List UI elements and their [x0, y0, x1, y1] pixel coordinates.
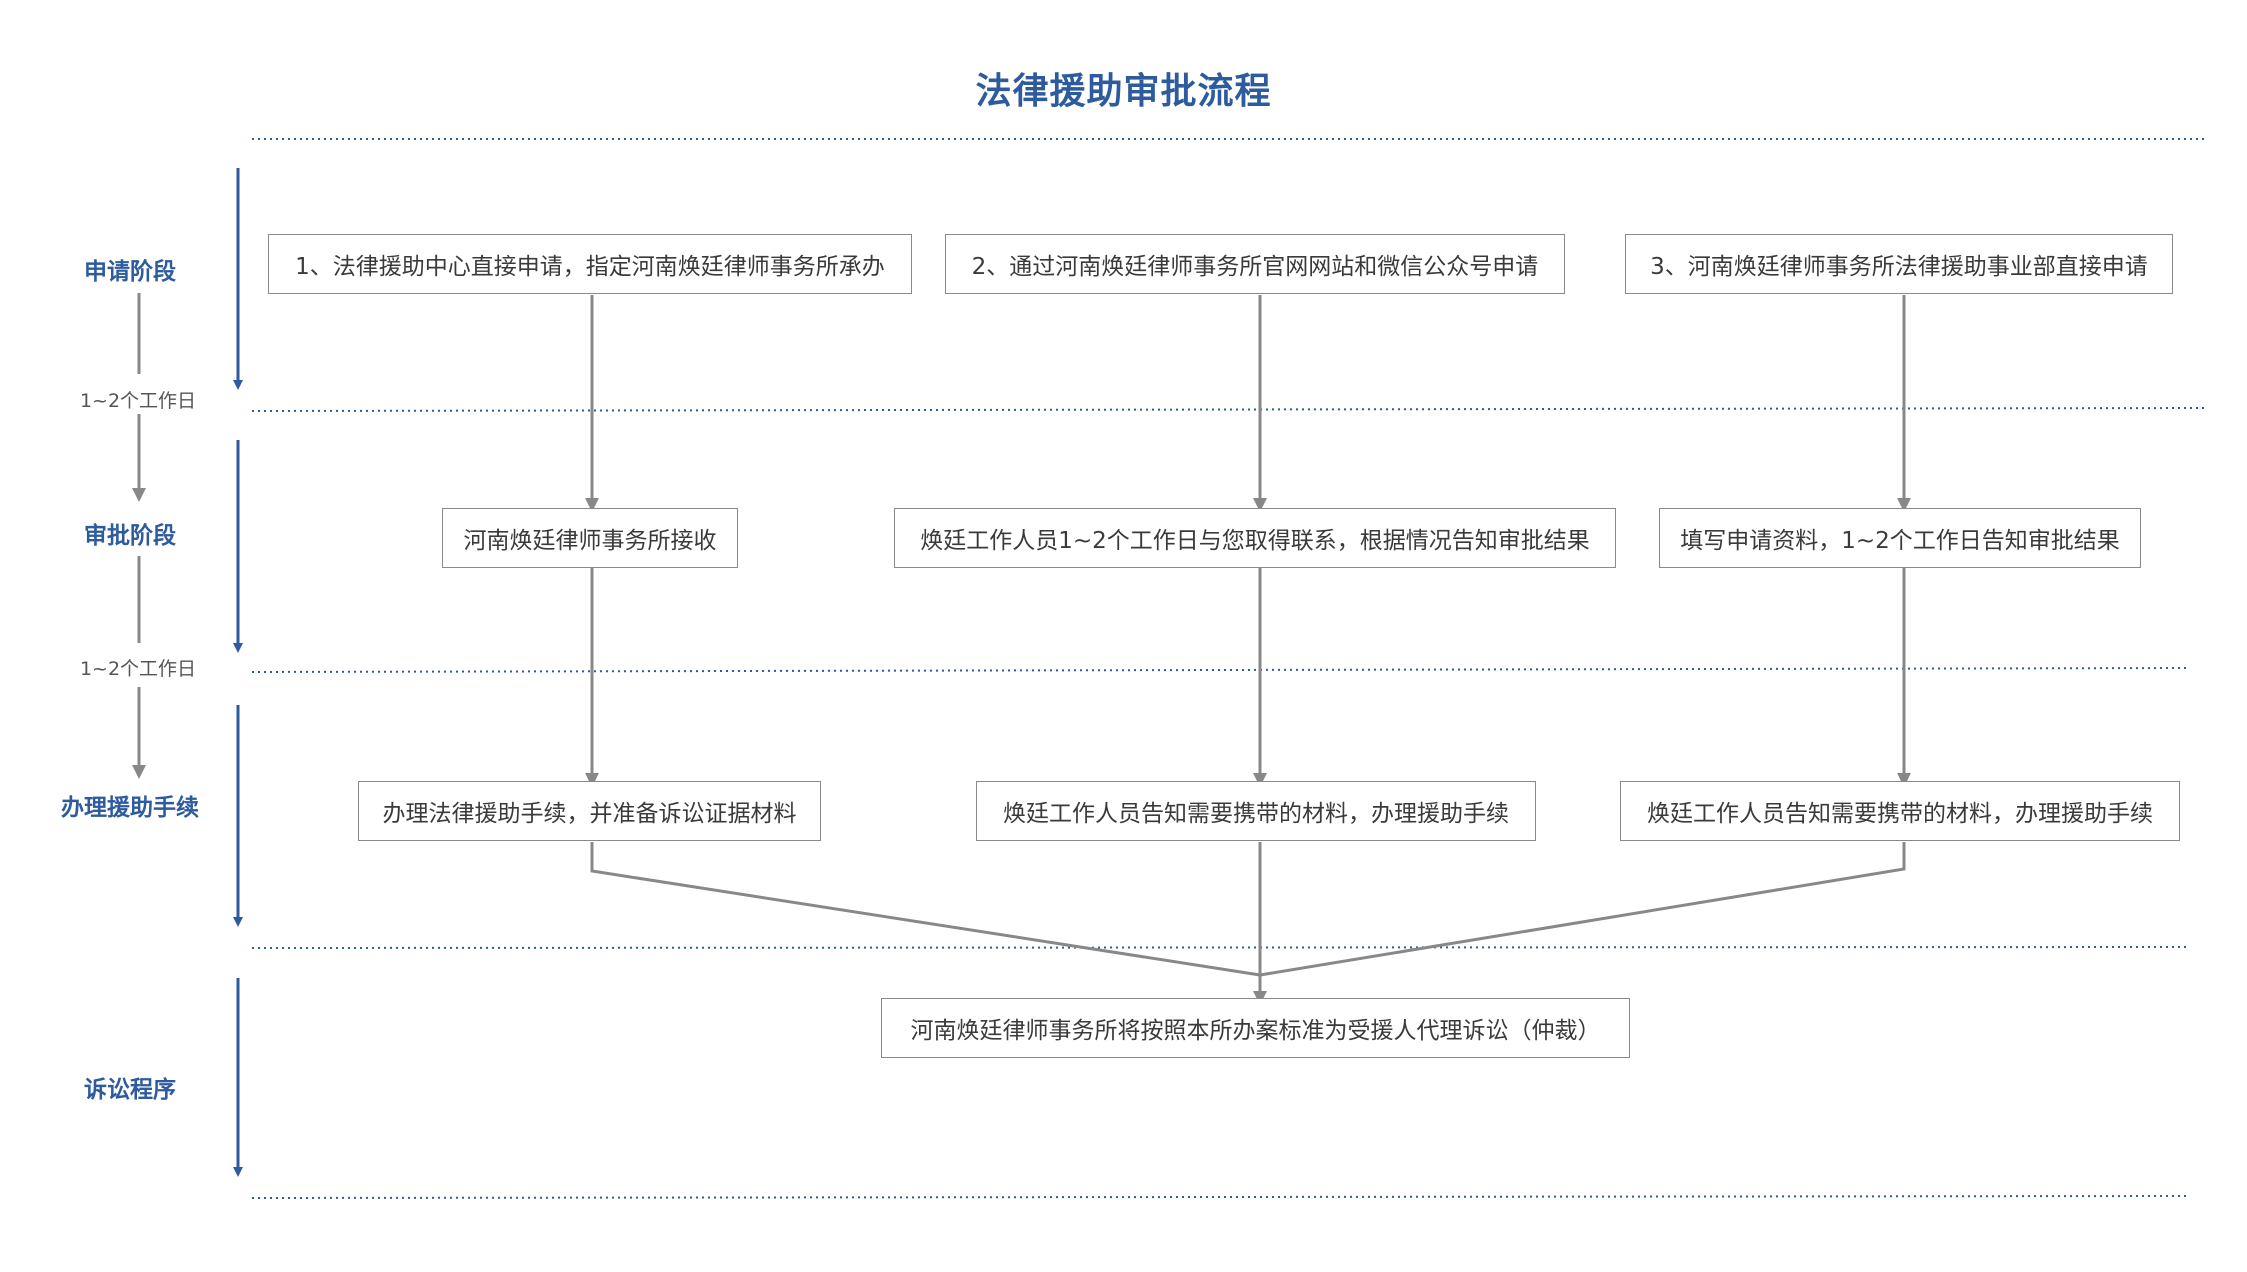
duration-label-1: 1~2个工作日 [79, 390, 197, 412]
approval-box-2: 焕廷工作人员1~2个工作日与您取得联系，根据情况告知审批结果 [894, 508, 1616, 568]
procedure-box-2-text: 焕廷工作人员告知需要携带的材料，办理援助手续 [1003, 801, 1509, 827]
litigation-box-text: 河南焕廷律师事务所将按照本所办案标准为受援人代理诉讼（仲裁） [910, 1018, 1601, 1044]
approval-box-3: 填写申请资料，1~2个工作日告知审批结果 [1659, 508, 2141, 568]
application-box-1-text: 1、法律援助中心直接申请，指定河南焕廷律师事务所承办 [295, 254, 885, 280]
application-box-1: 1、法律援助中心直接申请，指定河南焕廷律师事务所承办 [268, 234, 912, 294]
stage-label-approval: 审批阶段 [84, 523, 176, 549]
stage-label-litigation: 诉讼程序 [84, 1077, 176, 1103]
procedure-box-1-text: 办理法律援助手续，并准备诉讼证据材料 [382, 801, 797, 827]
application-box-3: 3、河南焕廷律师事务所法律援助事业部直接申请 [1625, 234, 2173, 294]
approval-box-2-text: 焕廷工作人员1~2个工作日与您取得联系，根据情况告知审批结果 [920, 528, 1590, 554]
duration-label-2: 1~2个工作日 [79, 658, 197, 680]
separator-3 [251, 946, 2191, 949]
separator-2 [251, 667, 2191, 673]
approval-box-1-text: 河南焕廷律师事务所接收 [463, 528, 717, 554]
page-title: 法律援助审批流程 [975, 71, 1272, 112]
approval-box-3-text: 填写申请资料，1~2个工作日告知审批结果 [1680, 528, 2120, 554]
stage-label-procedures: 办理援助手续 [61, 795, 199, 821]
procedure-box-3: 焕廷工作人员告知需要携带的材料，办理援助手续 [1620, 781, 2180, 841]
procedure-box-1: 办理法律援助手续，并准备诉讼证据材料 [358, 781, 821, 841]
procedure-box-2: 焕廷工作人员告知需要携带的材料，办理援助手续 [976, 781, 1536, 841]
procedure-box-3-text: 焕廷工作人员告知需要携带的材料，办理援助手续 [1647, 801, 2153, 827]
separator-1 [251, 407, 2206, 412]
litigation-box: 河南焕廷律师事务所将按照本所办案标准为受援人代理诉讼（仲裁） [881, 998, 1630, 1058]
application-box-2-text: 2、通过河南焕廷律师事务所官网网站和微信公众号申请 [971, 254, 1539, 280]
application-box-3-text: 3、河南焕廷律师事务所法律援助事业部直接申请 [1650, 254, 2148, 280]
connector-c1-to-final [590, 842, 1261, 977]
stage-separators [251, 138, 2206, 1199]
application-box-2: 2、通过河南焕廷律师事务所官网网站和微信公众号申请 [945, 234, 1565, 294]
approval-box-1: 河南焕廷律师事务所接收 [442, 508, 738, 568]
separator-bottom [251, 1195, 2191, 1199]
column-connectors [585, 295, 1911, 1005]
stage-label-application: 申请阶段 [84, 259, 176, 285]
connector-c3-to-final [1259, 842, 1906, 977]
